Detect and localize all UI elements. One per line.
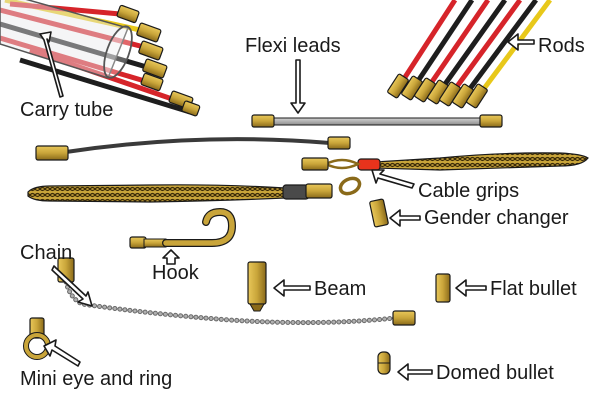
cable-grips-arrow [371, 169, 415, 189]
carry-tube-rim [103, 25, 133, 79]
hook-arrow [162, 249, 180, 265]
domed-bullet [377, 351, 391, 375]
label-cable-grips: Cable grips [418, 180, 520, 202]
flexi-lead-dark [35, 136, 351, 161]
flat-bullet [435, 273, 451, 303]
label-rods: Rods [538, 35, 585, 57]
chain-arrow [51, 265, 93, 307]
mini-eye-and-ring [23, 317, 51, 360]
flexi-leads-arrow [290, 59, 306, 114]
carry-tube-rod-ends [116, 4, 201, 117]
gender-changer-arrow [389, 209, 421, 227]
gender-changer [369, 198, 389, 228]
domed-bullet-arrow [397, 363, 433, 381]
label-carry-tube: Carry tube [20, 99, 114, 121]
flat-bullet-arrow [455, 279, 487, 297]
label-domed-bullet: Domed bullet [436, 362, 554, 384]
carry-tube [0, 0, 201, 117]
beam-arrow [273, 279, 311, 297]
label-flexi-leads: Flexi leads [245, 35, 341, 57]
carry-tube-arrow [39, 31, 64, 98]
carry-tube-rods [0, 0, 191, 115]
cable-grip-long [301, 152, 589, 171]
rods-arrow [507, 33, 535, 51]
label-beam: Beam [314, 278, 367, 300]
rods-ends [387, 73, 488, 109]
label-gender-changer: Gender changer [424, 207, 569, 229]
label-flat-bullet: Flat bullet [490, 278, 577, 300]
beam [247, 261, 267, 312]
hook [129, 207, 237, 249]
rods-shafts [395, 0, 553, 100]
label-mini-eye-and-ring: Mini eye and ring [20, 368, 173, 390]
label-chain: Chain [20, 242, 73, 264]
cable-grip-short [27, 176, 362, 203]
label-arrows [39, 31, 535, 381]
label-hook: Hook [152, 262, 199, 284]
flexi-lead-grey [251, 114, 503, 128]
rods [387, 0, 553, 109]
mini-eye-arrow [43, 339, 81, 367]
